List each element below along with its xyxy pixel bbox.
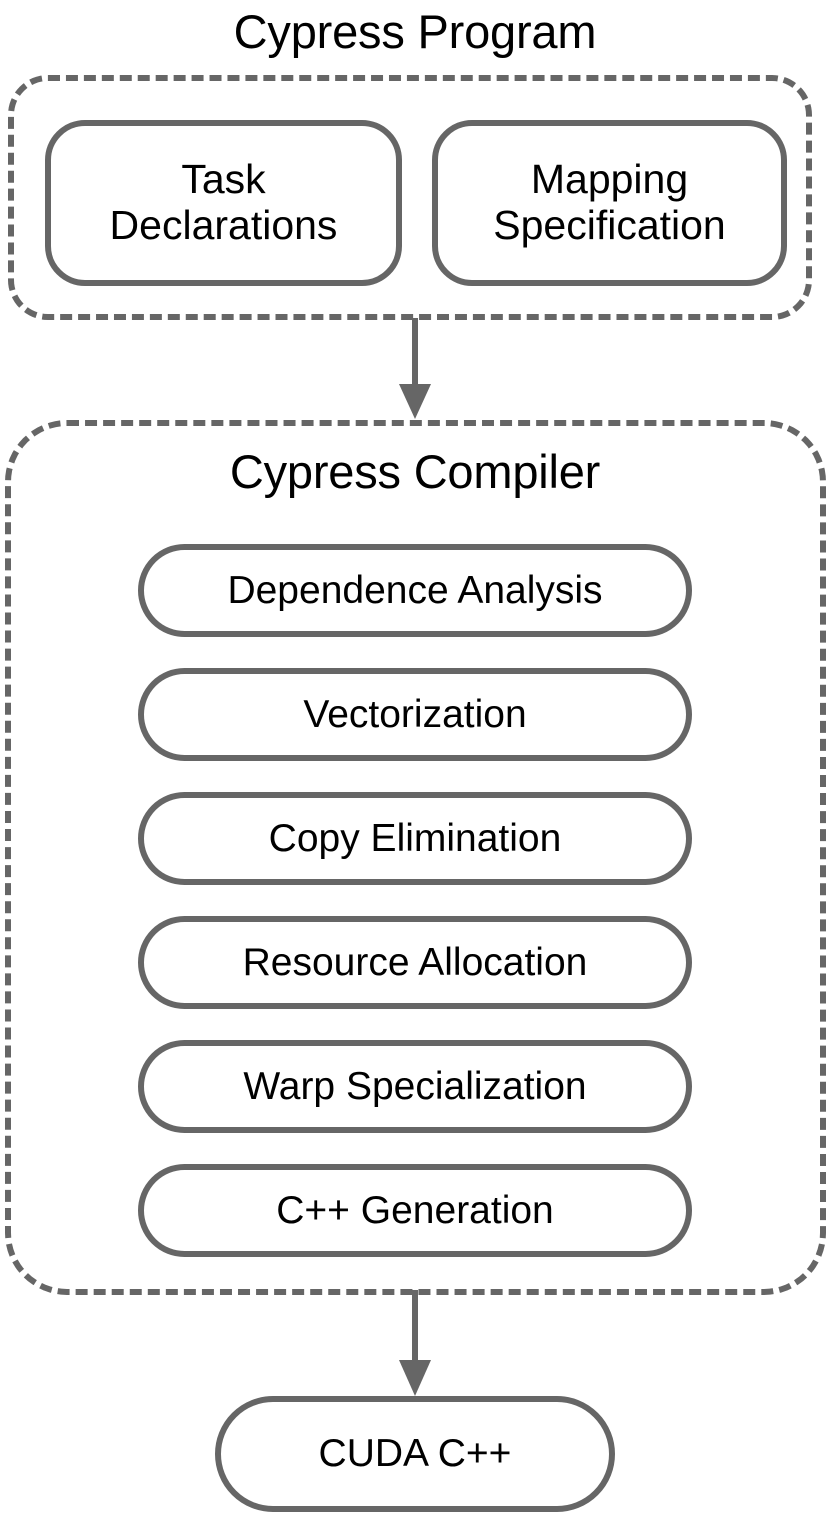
node-cuda-cpp-output-label: CUDA C++ (318, 1432, 512, 1476)
node-cuda-cpp-output[interactable]: CUDA C++ (215, 1396, 615, 1512)
node-task-declarations-label-line1: Task (181, 156, 266, 203)
node-resource-allocation[interactable]: Resource Allocation (138, 916, 692, 1009)
node-vectorization-label: Vectorization (303, 692, 527, 736)
node-cpp-generation[interactable]: C++ Generation (138, 1164, 692, 1257)
node-task-declarations-label-line2: Declarations (109, 202, 338, 248)
program-group-title: Cypress Program (233, 5, 597, 58)
node-task-declarations-label: Task Declarations (109, 156, 338, 249)
arrow-program-to-compiler-icon (399, 318, 431, 419)
node-copy-elimination[interactable]: Copy Elimination (138, 792, 692, 885)
node-mapping-specification-label-line2: Specification (493, 202, 726, 248)
node-cpp-generation-label: C++ Generation (276, 1188, 554, 1232)
node-dependence-analysis[interactable]: Dependence Analysis (138, 544, 692, 637)
node-mapping-specification[interactable]: Mapping Specification (432, 120, 787, 286)
node-warp-specialization[interactable]: Warp Specialization (138, 1040, 692, 1133)
node-resource-allocation-label: Resource Allocation (242, 940, 588, 984)
program-group-container (8, 75, 812, 320)
arrow-compiler-to-output-icon (399, 1290, 431, 1396)
compiler-group-title: Cypress Compiler (229, 445, 601, 498)
node-copy-elimination-label: Copy Elimination (268, 816, 562, 860)
node-mapping-specification-label-line1: Mapping (530, 156, 689, 203)
node-vectorization[interactable]: Vectorization (138, 668, 692, 761)
node-mapping-specification-label: Mapping Specification (493, 156, 726, 249)
node-dependence-analysis-label: Dependence Analysis (227, 568, 603, 612)
node-task-declarations[interactable]: Task Declarations (45, 120, 402, 286)
node-warp-specialization-label: Warp Specialization (243, 1064, 587, 1108)
